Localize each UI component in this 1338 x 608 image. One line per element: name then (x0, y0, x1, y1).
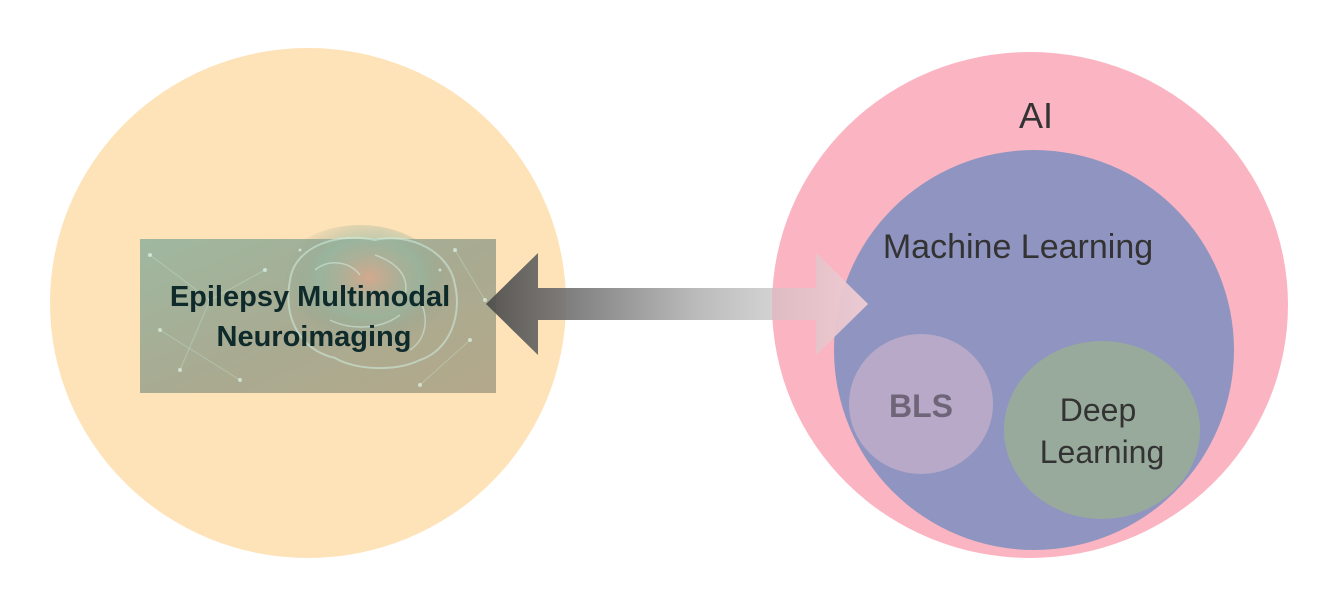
brain-image-panel: Epilepsy Multimodal Neuroimaging (140, 225, 496, 393)
brain-network-icon (148, 225, 487, 387)
machine-learning-label: Machine Learning (883, 228, 1153, 266)
arrow-right-head-overlay (772, 253, 868, 355)
double-arrow-icon (486, 253, 868, 355)
ai-label: AI (1019, 95, 1053, 136)
bls-circle (849, 334, 993, 474)
epilepsy-title-line2: Neuroimaging (217, 321, 412, 353)
deep-learning-label-line2: Learning (1040, 434, 1165, 470)
deep-learning-label-line1: Deep (1060, 392, 1137, 428)
epilepsy-title-line1: Epilepsy Multimodal (170, 281, 450, 313)
bls-label: BLS (889, 388, 953, 424)
deep-learning-circle (1004, 341, 1200, 519)
